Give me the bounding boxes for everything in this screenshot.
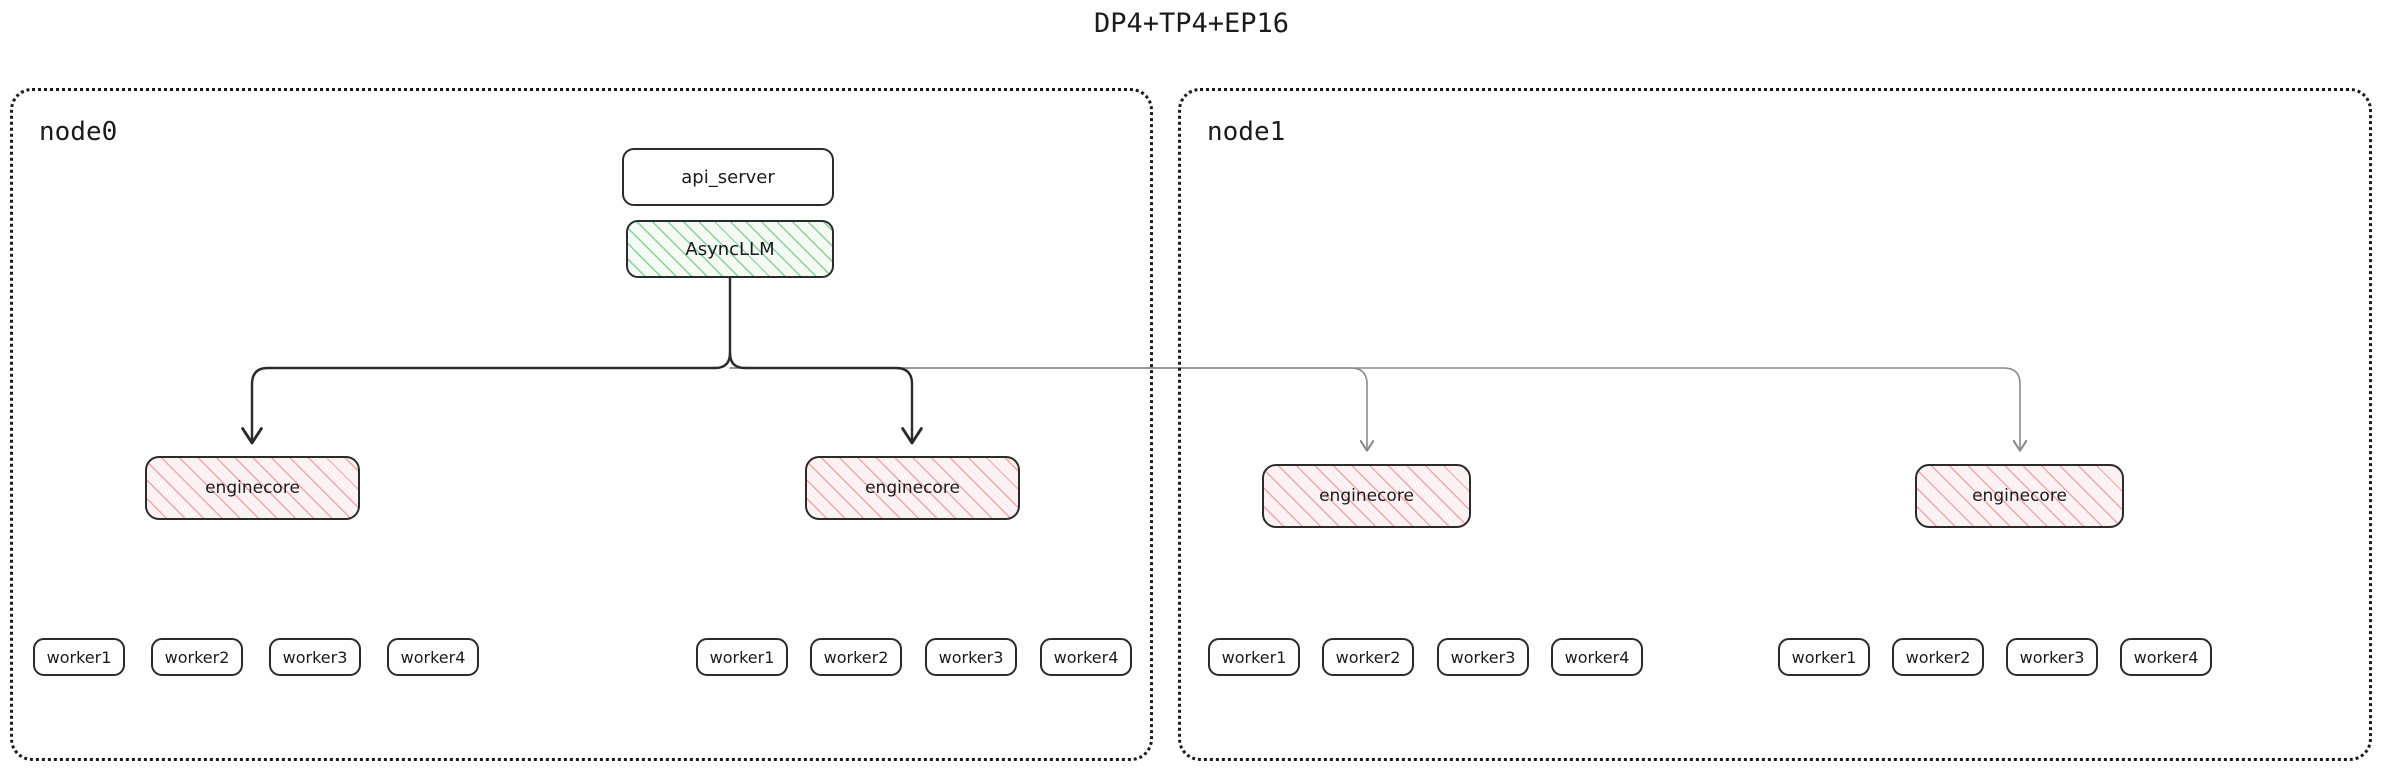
worker-label: worker2: [1335, 647, 1401, 667]
async-llm-label: AsyncLLM: [685, 238, 775, 260]
page-title: DP4+TP4+EP16: [1093, 8, 1290, 39]
worker-box[interactable]: worker3: [925, 638, 1017, 676]
enginecore-box[interactable]: enginecore: [145, 456, 360, 520]
worker-box[interactable]: worker4: [387, 638, 479, 676]
worker-box[interactable]: worker2: [151, 638, 243, 676]
enginecore-label: enginecore: [1319, 486, 1414, 506]
api-server-label: api_server: [681, 166, 775, 188]
worker-box[interactable]: worker1: [1208, 638, 1300, 676]
worker-label: worker1: [709, 647, 775, 667]
node-group-node0: node0: [10, 88, 1153, 761]
node-group-label-node0: node0: [39, 117, 118, 147]
worker-box[interactable]: worker3: [2006, 638, 2098, 676]
enginecore-label: enginecore: [205, 478, 300, 498]
worker-label: worker4: [1564, 647, 1630, 667]
worker-label: worker1: [46, 647, 112, 667]
worker-box[interactable]: worker4: [1040, 638, 1132, 676]
worker-box[interactable]: worker2: [1322, 638, 1414, 676]
worker-box[interactable]: worker1: [696, 638, 788, 676]
worker-label: worker3: [2019, 647, 2085, 667]
enginecore-label: enginecore: [865, 478, 960, 498]
worker-label: worker1: [1221, 647, 1287, 667]
worker-label: worker3: [938, 647, 1004, 667]
enginecore-box[interactable]: enginecore: [805, 456, 1020, 520]
api-server-box[interactable]: api_server: [622, 148, 834, 206]
worker-label: worker2: [823, 647, 889, 667]
worker-box[interactable]: worker4: [2120, 638, 2212, 676]
worker-label: worker3: [282, 647, 348, 667]
worker-box[interactable]: worker2: [810, 638, 902, 676]
worker-label: worker4: [2133, 647, 2199, 667]
node-group-label-node1: node1: [1207, 117, 1286, 147]
enginecore-box[interactable]: enginecore: [1262, 464, 1471, 528]
worker-label: worker4: [400, 647, 466, 667]
worker-label: worker2: [164, 647, 230, 667]
enginecore-label: enginecore: [1972, 486, 2067, 506]
worker-label: worker4: [1053, 647, 1119, 667]
worker-label: worker1: [1791, 647, 1857, 667]
worker-box[interactable]: worker1: [33, 638, 125, 676]
worker-box[interactable]: worker4: [1551, 638, 1643, 676]
worker-box[interactable]: worker3: [269, 638, 361, 676]
async-llm-box[interactable]: AsyncLLM: [626, 220, 834, 278]
worker-box[interactable]: worker1: [1778, 638, 1870, 676]
enginecore-box[interactable]: enginecore: [1915, 464, 2124, 528]
worker-label: worker2: [1905, 647, 1971, 667]
node-group-node1: node1: [1178, 88, 2372, 761]
worker-label: worker3: [1450, 647, 1516, 667]
worker-box[interactable]: worker3: [1437, 638, 1529, 676]
worker-box[interactable]: worker2: [1892, 638, 1984, 676]
